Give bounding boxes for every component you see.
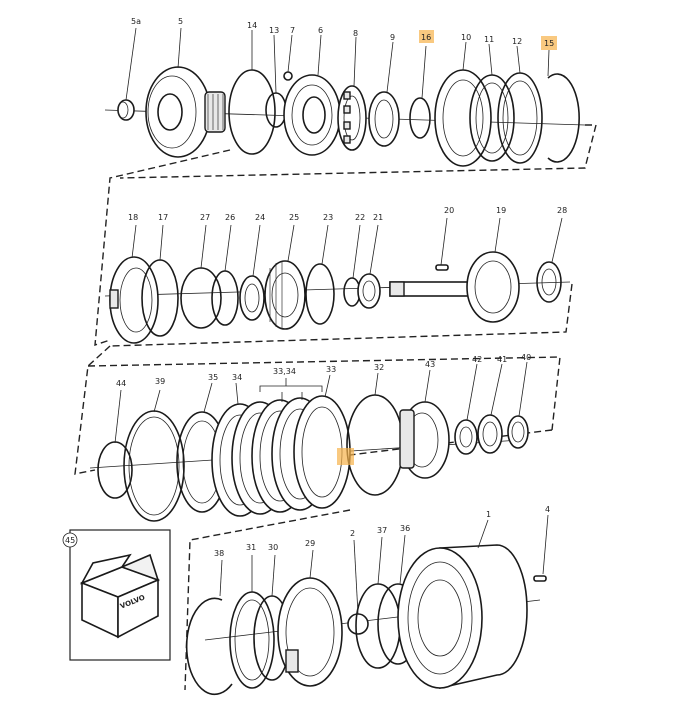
- label-18: 18: [128, 213, 138, 222]
- part-25: [264, 260, 306, 330]
- label-29: 29: [305, 539, 315, 548]
- part-9: [368, 91, 400, 147]
- label-5: 5: [178, 17, 183, 26]
- part-26: [211, 270, 239, 326]
- row-4-assembly: 38 31 30 29 2 37 36 1 4: [185, 505, 550, 696]
- part-23: [305, 263, 335, 325]
- label-27: 27: [200, 213, 210, 222]
- clutch-plate-pack: [211, 395, 351, 517]
- label-9: 9: [390, 33, 395, 42]
- part-13: [265, 92, 287, 128]
- label-37: 37: [377, 526, 387, 535]
- label-20: 20: [444, 206, 454, 215]
- part-38: [185, 597, 233, 696]
- label-7: 7: [290, 26, 295, 35]
- label-12: 12: [512, 37, 522, 46]
- label-2: 2: [350, 529, 355, 538]
- row-1-assembly: 5a 5 14 13 7 6 8 9 16 10 11 12 15: [104, 17, 586, 167]
- part-16: [409, 97, 431, 139]
- part-32: [346, 394, 404, 496]
- connector-row1-row2-top: [119, 124, 597, 179]
- label-13: 13: [269, 26, 279, 35]
- part-5: [145, 66, 226, 158]
- label-19: 19: [496, 206, 506, 215]
- part-43: [399, 401, 450, 479]
- label-22: 22: [355, 213, 365, 222]
- part-41: [477, 414, 503, 454]
- label-30: 30: [268, 543, 278, 552]
- part-24: [239, 275, 265, 321]
- part-1: [397, 544, 528, 690]
- part-27: [180, 267, 222, 329]
- label-24: 24: [255, 213, 265, 222]
- label-31: 31: [246, 543, 256, 552]
- label-4: 4: [545, 505, 550, 514]
- label-11: 11: [484, 35, 494, 44]
- part-12: [497, 72, 543, 164]
- part-28: [536, 261, 562, 303]
- label-6: 6: [318, 26, 323, 35]
- label-28: 28: [557, 206, 567, 215]
- label-17: 17: [158, 213, 168, 222]
- label-15: 15: [544, 39, 554, 48]
- connector-row2-row3-left: [74, 345, 111, 475]
- label-39: 39: [155, 377, 165, 386]
- connector-row2-bottom: [109, 283, 573, 347]
- highlight-15: [541, 36, 557, 50]
- part-6: [283, 74, 341, 156]
- part-42: [454, 419, 478, 455]
- part-20: [435, 264, 449, 271]
- box-inset-45: 45 VOLVO: [62, 529, 171, 661]
- part-31: [229, 591, 275, 689]
- label-41: 41: [497, 355, 507, 364]
- inset-frame: [69, 529, 171, 661]
- label-23: 23: [323, 213, 333, 222]
- part-40: [507, 415, 529, 449]
- connector-row3-top: [87, 356, 561, 431]
- label-34: 34: [232, 373, 242, 382]
- label-25: 25: [289, 213, 299, 222]
- highlight-part-33: [337, 448, 354, 465]
- label-16: 16: [421, 33, 431, 42]
- label-38: 38: [214, 549, 224, 558]
- part-21: [357, 273, 381, 309]
- label-21: 21: [373, 213, 383, 222]
- label-1: 1: [486, 510, 491, 519]
- label-33: 33: [326, 365, 336, 374]
- label-32: 32: [374, 363, 384, 372]
- label-35: 35: [208, 373, 218, 382]
- part-7: [283, 71, 293, 81]
- row-3-assembly: 44 39 35 34 33,34 33 32 43 42 41 40: [89, 353, 531, 522]
- part-14: [228, 69, 276, 155]
- label-45: 45: [65, 536, 75, 545]
- label-42: 42: [472, 355, 482, 364]
- label-40: 40: [521, 353, 531, 362]
- label-8: 8: [353, 29, 358, 38]
- part-15: [547, 73, 580, 163]
- part-4: [533, 575, 547, 582]
- part-29: [277, 577, 343, 687]
- label-36: 36: [400, 524, 410, 533]
- part-2: [347, 613, 369, 635]
- part-39: [123, 410, 185, 522]
- part-8: [337, 85, 367, 151]
- label-33-34: 33,34: [273, 367, 296, 376]
- part-19: [389, 251, 520, 323]
- label-43: 43: [425, 360, 435, 369]
- label-26: 26: [225, 213, 235, 222]
- row-2-assembly: 18 17 27 26 24 25 23 22 21 20 19 28: [104, 206, 571, 344]
- label-10: 10: [461, 33, 471, 42]
- label-44: 44: [116, 379, 126, 388]
- volvo-box-icon: [79, 553, 161, 639]
- label-5a: 5a: [131, 17, 141, 26]
- highlight-16: [419, 30, 434, 43]
- label-14: 14: [247, 21, 257, 30]
- connector-row1-row2-left: [94, 149, 231, 347]
